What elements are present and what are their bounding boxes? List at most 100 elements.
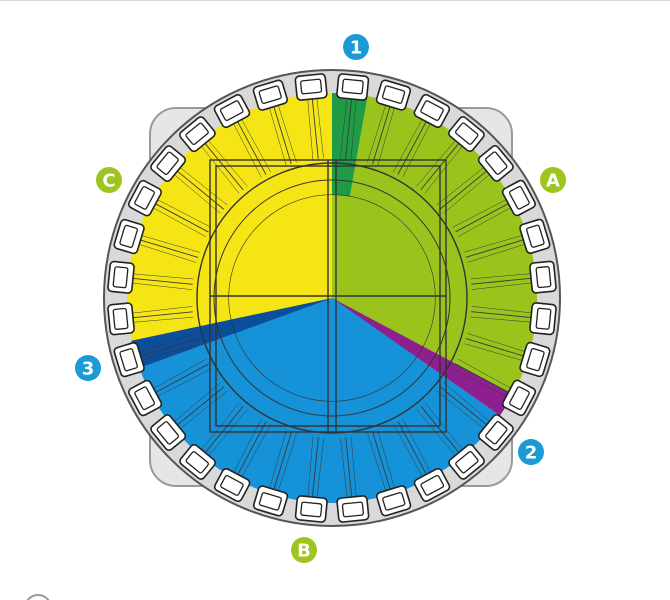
bucket-shell xyxy=(179,443,216,480)
bucket-shell xyxy=(179,116,216,153)
bucket-opening xyxy=(535,266,552,289)
bucket-shell xyxy=(213,467,251,503)
bucket-opening xyxy=(526,347,545,372)
bucket-shell xyxy=(529,260,557,294)
chute-line xyxy=(269,430,287,489)
chute-line xyxy=(345,437,353,498)
marker-1: 1 xyxy=(343,34,369,60)
core-zone-b xyxy=(235,298,417,401)
cropped-marker xyxy=(26,594,50,600)
chute-line xyxy=(307,99,314,160)
bucket-shell xyxy=(448,116,485,153)
weigh-bucket-icon xyxy=(113,218,145,255)
chute-line xyxy=(457,207,511,237)
chute-line xyxy=(208,140,248,187)
chute-line xyxy=(153,207,207,238)
chute-line xyxy=(402,123,431,178)
bucket-opening xyxy=(185,451,209,474)
chute-line xyxy=(139,244,197,263)
chute-line xyxy=(204,405,244,453)
chute-line xyxy=(471,311,532,318)
marker-2: 2 xyxy=(518,439,544,465)
weigh-bucket-icon xyxy=(375,79,412,111)
marker-a-text: A xyxy=(546,171,560,192)
bucket-shell xyxy=(294,495,328,523)
marker-2-text: 2 xyxy=(525,443,538,464)
bucket-opening xyxy=(508,185,530,210)
bucket-shell xyxy=(107,302,135,336)
chute-line xyxy=(464,235,523,253)
chute-line xyxy=(372,106,391,165)
weigh-bucket-icon xyxy=(113,341,145,378)
chute-line xyxy=(416,140,456,187)
bucket-opening xyxy=(156,421,179,445)
chute-line xyxy=(132,278,193,285)
chute-line xyxy=(372,431,391,490)
weigh-bucket-icon xyxy=(519,218,551,255)
chute-line xyxy=(307,436,314,497)
bucket-opening xyxy=(300,78,323,95)
bucket-opening xyxy=(485,421,508,445)
chute-line xyxy=(465,338,524,357)
bucket-opening xyxy=(526,224,545,248)
marker-a: A xyxy=(540,167,566,193)
core-zone-c xyxy=(229,195,332,320)
chute-line xyxy=(471,277,532,285)
weigh-bucket-icon xyxy=(519,341,551,378)
chute-line xyxy=(311,98,319,159)
chute-line xyxy=(340,437,348,498)
chute-line xyxy=(157,199,212,228)
marker-c-text: C xyxy=(102,171,115,192)
bucket-opening xyxy=(220,475,244,496)
weigh-bucket-icon xyxy=(477,414,514,451)
chute-line xyxy=(377,430,395,489)
chute-line xyxy=(139,333,197,352)
chute-line xyxy=(439,170,487,210)
bucket-opening xyxy=(185,122,209,145)
bucket-opening xyxy=(509,386,530,410)
chute-line xyxy=(237,421,267,475)
marker-c-badge xyxy=(96,167,122,193)
weigh-bucket-icon xyxy=(150,414,187,451)
chute-line xyxy=(345,98,352,159)
bucket-opening xyxy=(119,348,138,372)
weigh-bucket-icon xyxy=(107,302,135,336)
marker-b-text: B xyxy=(297,541,311,562)
bucket-opening xyxy=(420,474,445,496)
chute-line xyxy=(273,106,292,165)
chute-line xyxy=(470,316,531,323)
chute-line xyxy=(471,282,532,290)
chute-line xyxy=(141,235,200,253)
weigh-bucket-icon xyxy=(107,260,135,294)
chute-line xyxy=(439,386,487,426)
weigh-bucket-icon xyxy=(448,443,485,480)
chute-line xyxy=(132,282,193,290)
chute-line xyxy=(157,368,212,397)
bucket-shell xyxy=(501,379,537,417)
chute-line xyxy=(392,119,423,173)
chute-line xyxy=(153,359,207,389)
chute-line xyxy=(377,107,395,166)
weigh-bucket-icon xyxy=(336,73,370,101)
chute-line xyxy=(278,433,297,491)
weigh-bucket-icon xyxy=(213,94,251,129)
chute-line xyxy=(180,390,228,429)
bucket-shell xyxy=(150,414,187,451)
bucket-shell xyxy=(413,93,451,129)
chute-line xyxy=(465,239,524,258)
weigh-bucket-icon xyxy=(477,145,514,182)
chute-line xyxy=(420,405,460,453)
chute-line xyxy=(140,239,199,258)
bucket-shell xyxy=(127,179,163,217)
bucket-opening xyxy=(258,85,282,104)
core-zone-a xyxy=(332,195,435,347)
chute-line xyxy=(367,433,386,491)
chute-line xyxy=(174,174,221,214)
bucket-shell xyxy=(413,467,451,502)
marker-b: B xyxy=(291,537,317,563)
chute-line xyxy=(133,316,194,323)
weigh-bucket-icon xyxy=(213,467,251,503)
chute-line xyxy=(241,119,271,173)
chute-line xyxy=(155,363,209,393)
chute-line xyxy=(470,273,531,280)
